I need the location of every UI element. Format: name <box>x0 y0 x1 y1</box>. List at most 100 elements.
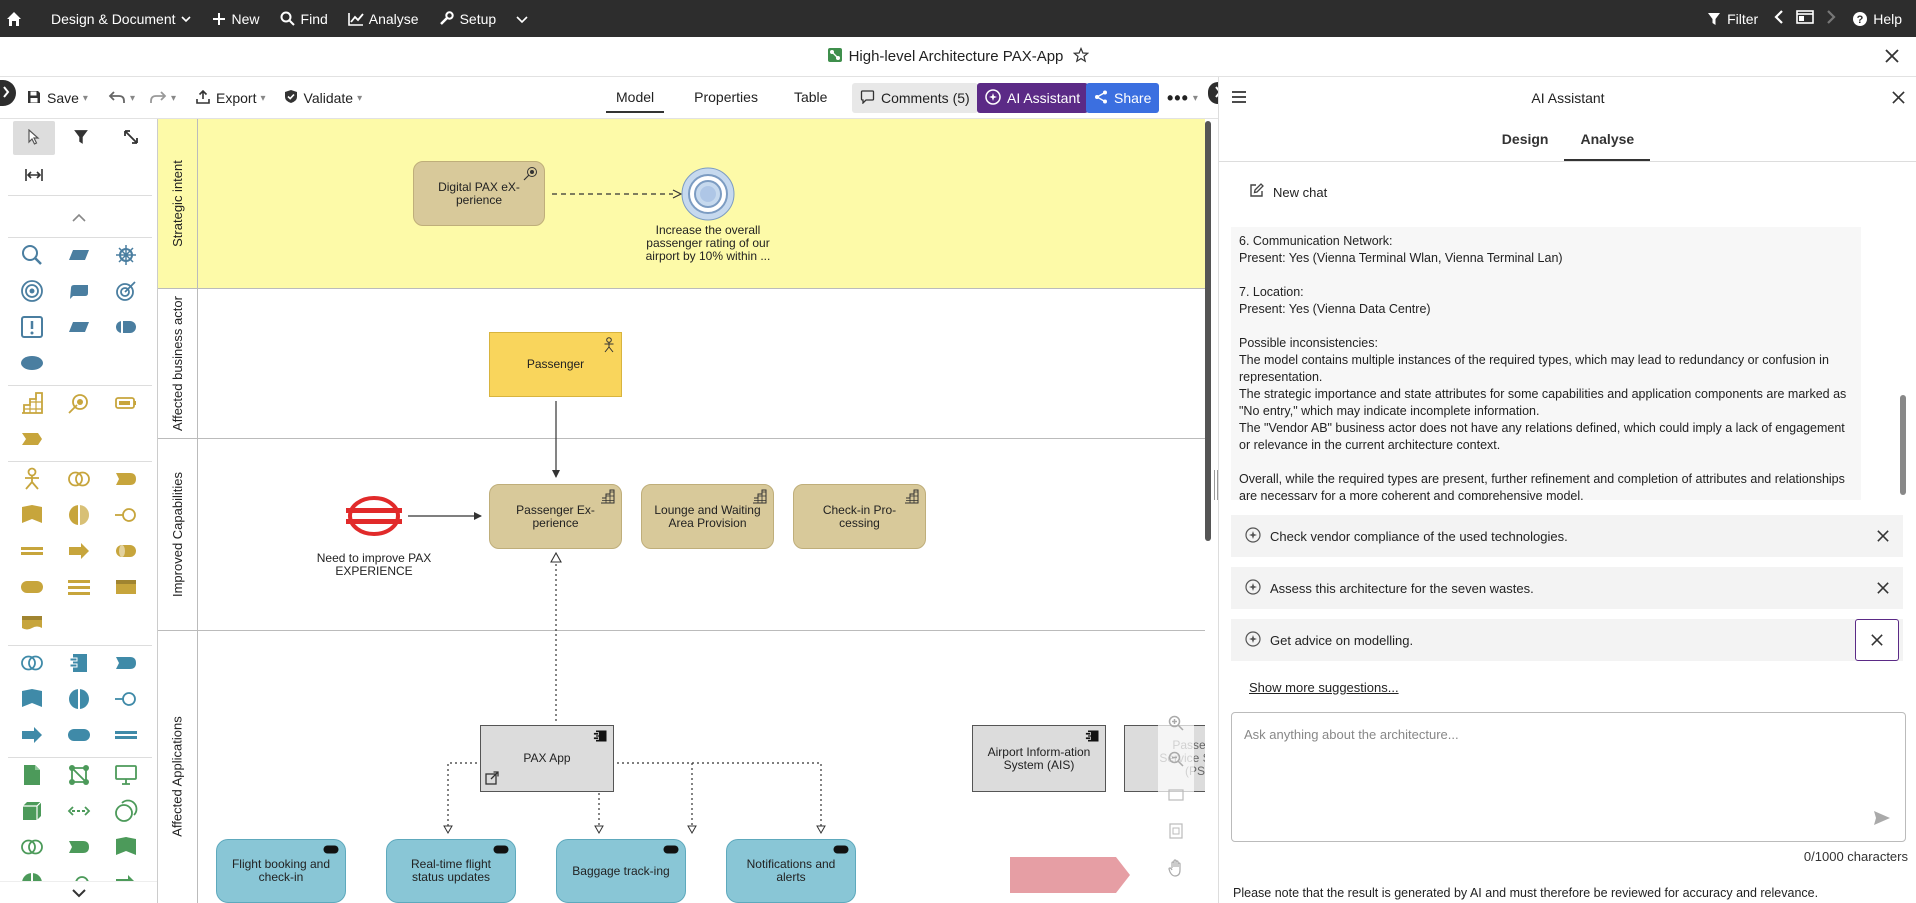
node-notifications-alerts[interactable]: Notifications and alerts <box>726 839 856 903</box>
menu-find[interactable]: Find <box>270 0 338 37</box>
application-event-icon[interactable] <box>20 687 44 711</box>
menu-new[interactable]: New <box>201 0 270 37</box>
business-actor-icon[interactable] <box>20 467 44 491</box>
principle-element-icon[interactable] <box>20 315 44 339</box>
more-menu-button[interactable] <box>506 0 538 37</box>
target-element-icon[interactable] <box>114 279 138 303</box>
validate-button[interactable]: Validate ▾ <box>277 83 370 113</box>
node-value-stream[interactable] <box>1010 857 1130 893</box>
system-software-icon[interactable] <box>114 799 138 823</box>
node-check-in-processing[interactable]: Check-in Pro-cessing <box>793 484 926 549</box>
technology-service-icon[interactable] <box>67 835 91 859</box>
application-collaboration-icon[interactable] <box>20 651 44 675</box>
menu-setup[interactable]: Setup <box>429 0 507 37</box>
close-icon[interactable] <box>1892 91 1905 107</box>
data-object-icon[interactable] <box>114 723 138 747</box>
panel-splitter[interactable] <box>1214 470 1218 500</box>
more-options-button[interactable]: ••• ▾ <box>1160 83 1205 113</box>
ai-tab-design[interactable]: Design <box>1501 131 1549 147</box>
node-flight-booking[interactable]: Flight booking and check-in <box>216 839 346 903</box>
diagram-canvas[interactable]: Strategic intent Affected business actor… <box>158 119 1205 903</box>
business-collaboration-icon[interactable] <box>67 467 91 491</box>
filter-button[interactable]: Filter <box>1696 0 1768 37</box>
driver-element-icon[interactable] <box>114 243 138 267</box>
tab-properties[interactable]: Properties <box>694 89 758 105</box>
course-of-action-icon[interactable] <box>67 243 91 267</box>
undo-button[interactable]: ▾ <box>101 83 142 113</box>
representation-icon[interactable] <box>114 575 138 599</box>
business-event-icon[interactable] <box>20 503 44 527</box>
palette-scroll-down[interactable] <box>58 883 100 903</box>
export-button[interactable]: Export ▾ <box>189 83 273 113</box>
expand-sidebar-button[interactable] <box>0 80 16 106</box>
save-button[interactable]: Save ▾ <box>20 83 95 113</box>
node-pax-app[interactable]: PAX App <box>480 725 614 792</box>
contract-icon[interactable] <box>67 575 91 599</box>
send-icon[interactable] <box>1873 810 1891 829</box>
communication-network-icon[interactable] <box>67 763 91 787</box>
node-real-time-flight-status[interactable]: Real-time flight status updates <box>386 839 516 903</box>
resource-target-icon[interactable] <box>67 391 91 415</box>
value-stream-element-icon[interactable] <box>20 427 44 451</box>
ai-question-input[interactable] <box>1232 713 1905 841</box>
node-lounge-waiting-area[interactable]: Lounge and Waiting Area Provision <box>641 484 774 549</box>
resize-tool-button[interactable] <box>110 121 152 155</box>
dismiss-suggestion-button[interactable] <box>1873 578 1893 598</box>
product-icon[interactable] <box>20 611 44 635</box>
business-service-icon[interactable] <box>114 467 138 491</box>
palette-scroll-up[interactable] <box>58 201 100 235</box>
assessment-element-icon[interactable] <box>20 243 44 267</box>
ai-text-scrollbar[interactable] <box>1900 395 1906 495</box>
node-goal[interactable] <box>681 167 735 221</box>
comments-button[interactable]: Comments (5) <box>852 83 978 113</box>
capability-shape-icon[interactable] <box>67 315 91 339</box>
node-baggage-tracking[interactable]: Baggage track-ing <box>556 839 686 903</box>
outcome-element-icon[interactable] <box>67 279 91 303</box>
application-component-icon[interactable] <box>67 651 91 675</box>
select-tool-button[interactable] <box>13 121 55 155</box>
menu-design-document[interactable]: Design & Document <box>35 0 201 37</box>
business-interface-icon[interactable] <box>114 503 138 527</box>
business-process-icon[interactable] <box>67 539 91 563</box>
node-passenger[interactable]: Passenger <box>489 332 622 397</box>
device-icon[interactable] <box>114 763 138 787</box>
share-button[interactable]: Share <box>1086 83 1160 113</box>
suggestion-modelling-advice[interactable]: Get advice on modelling. <box>1231 619 1903 661</box>
artifact-icon[interactable] <box>20 763 44 787</box>
zoom-out-icon[interactable] <box>1168 751 1184 770</box>
close-document-button[interactable] <box>1882 47 1902 67</box>
forward-button[interactable] <box>1820 0 1842 37</box>
fit-page-icon[interactable] <box>1168 823 1184 842</box>
ai-tab-analyse[interactable]: Analyse <box>1564 119 1651 161</box>
zoom-in-icon[interactable] <box>1168 715 1184 734</box>
star-icon[interactable] <box>1073 46 1090 67</box>
business-role-icon[interactable] <box>114 539 138 563</box>
path-icon[interactable] <box>67 799 91 823</box>
resource-element-icon[interactable] <box>114 391 138 415</box>
business-interaction-icon[interactable] <box>20 539 44 563</box>
node-need-driver[interactable] <box>346 496 402 536</box>
application-role-icon[interactable] <box>67 723 91 747</box>
business-object-icon[interactable] <box>20 575 44 599</box>
help-button[interactable]: ? Help <box>1842 0 1916 37</box>
technology-event-icon[interactable] <box>114 835 138 859</box>
node-airport-information-system[interactable]: Airport Inform-ation System (AIS) <box>972 725 1106 792</box>
capability-element-icon[interactable] <box>20 391 44 415</box>
canvas-scrollbar[interactable] <box>1205 121 1211 541</box>
redo-button[interactable]: ▾ <box>142 83 183 113</box>
value-element-icon[interactable] <box>20 351 44 375</box>
filter-tool-button[interactable] <box>60 121 102 155</box>
dismiss-suggestion-button[interactable] <box>1855 619 1899 661</box>
show-more-suggestions-link[interactable]: Show more suggestions... <box>1249 680 1399 695</box>
window-button[interactable] <box>1790 0 1820 37</box>
external-link-icon[interactable] <box>485 771 499 788</box>
node-passenger-experience[interactable]: Passenger Ex-perience <box>489 484 622 549</box>
tab-model[interactable]: Model <box>606 83 665 113</box>
zoom-reset-icon[interactable] <box>1168 787 1184 806</box>
hamburger-menu-icon[interactable] <box>1231 90 1247 107</box>
ai-assistant-button[interactable]: AI Assistant <box>977 83 1089 113</box>
new-chat-button[interactable]: New chat <box>1249 183 1327 201</box>
suggestion-vendor-compliance[interactable]: Check vendor compliance of the used tech… <box>1231 515 1903 557</box>
menu-analyse[interactable]: Analyse <box>338 0 429 37</box>
goal-element-icon[interactable] <box>20 279 44 303</box>
